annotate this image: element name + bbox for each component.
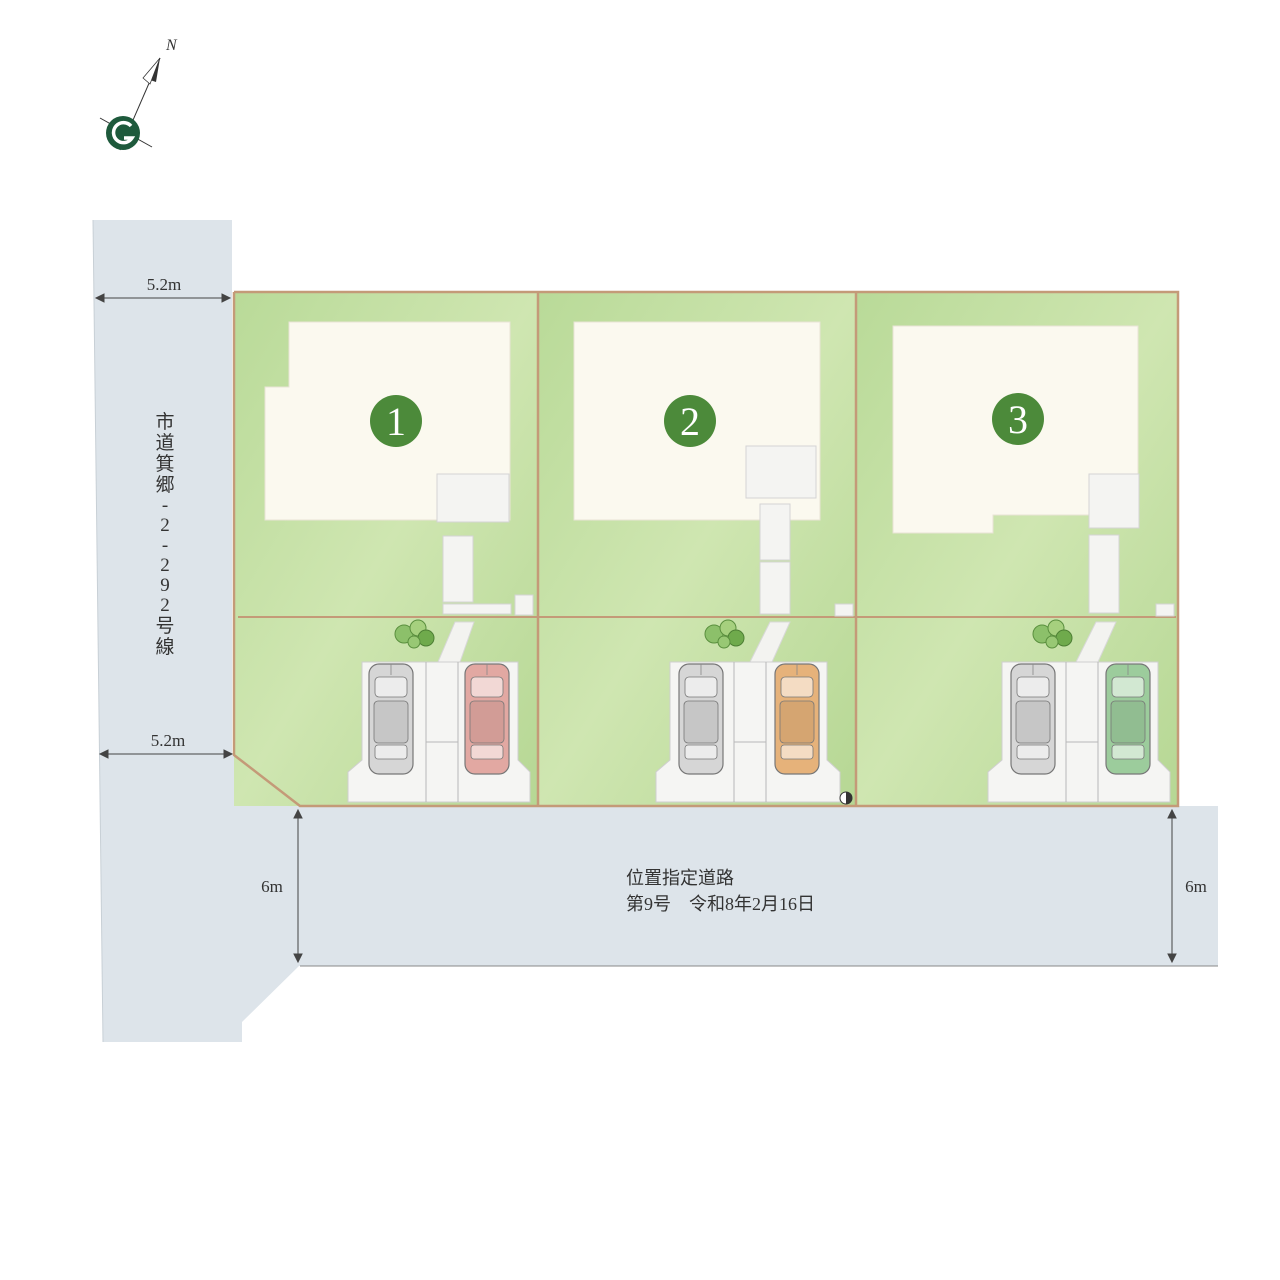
car-lot-3-a (1010, 663, 1056, 775)
parking-grid-lines (425, 662, 1099, 802)
designated-road-label-line2: 第9号 令和8年2月16日 (626, 894, 815, 914)
city-road-width-bottom: 5.2m (151, 731, 185, 750)
designated-road (298, 806, 1218, 967)
lot-number-3: 3 (1008, 397, 1028, 442)
designated-road-width-right: 6m (1185, 877, 1207, 896)
svg-text:郷: 郷 (155, 474, 174, 496)
car-lot-2-a (678, 663, 724, 775)
car-lot-1-b (464, 663, 510, 775)
lot-boundaries (232, 290, 1180, 808)
svg-text:2: 2 (160, 555, 170, 576)
north-label: N (165, 37, 178, 54)
svg-text:2: 2 (160, 515, 170, 536)
svg-text:市: 市 (155, 411, 174, 433)
lot-number-2: 2 (680, 399, 700, 444)
city-road-name: 市 道 箕 郷 - 2 - 2 9 2 号 線 (155, 411, 174, 658)
lot-number-1: 1 (386, 399, 406, 444)
svg-text:2: 2 (160, 595, 170, 616)
city-road (92, 219, 300, 1043)
shrub-icon (704, 619, 745, 649)
lot-badge-2: 2 (664, 395, 716, 447)
designated-road-label-line1: 位置指定道路 (626, 868, 734, 888)
svg-text:道: 道 (155, 432, 174, 454)
car-lot-2-b (774, 663, 820, 775)
boundary-marker-icon (839, 791, 853, 805)
svg-text:箕: 箕 (155, 453, 174, 475)
car-lot-3-b (1105, 663, 1151, 775)
designated-road-width-left: 6m (261, 877, 283, 896)
city-road-width-top: 5.2m (147, 275, 181, 294)
svg-text:9: 9 (160, 575, 170, 596)
svg-text:-: - (162, 495, 168, 516)
lot-badge-1: 1 (370, 395, 422, 447)
shrub-icon (394, 619, 435, 649)
svg-text:線: 線 (155, 636, 174, 658)
walkways (436, 445, 1175, 617)
car-lot-1-a (368, 663, 414, 775)
approach-paths (437, 621, 1117, 663)
dimension-lines (94, 293, 1177, 964)
svg-text:-: - (162, 535, 168, 556)
svg-text:号: 号 (155, 616, 174, 637)
north-arrow-icon: N (99, 37, 178, 151)
lot-badge-3: 3 (992, 393, 1044, 445)
shrub-icon (1032, 619, 1073, 649)
